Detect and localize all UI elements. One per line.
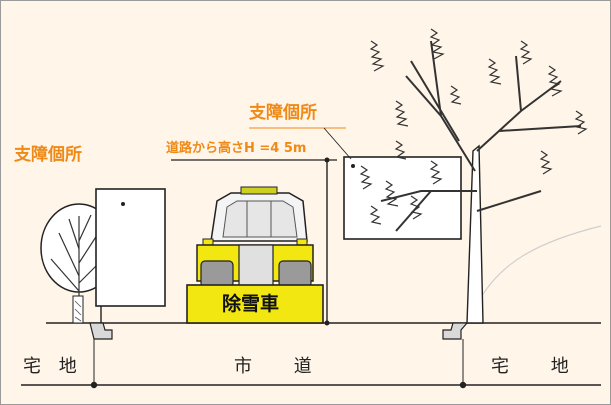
boundary-dimension — [21, 339, 601, 389]
curb-icon — [442, 322, 469, 340]
obstruction-label-left: 支障個所 — [14, 145, 82, 165]
slope-line — [478, 225, 602, 302]
road-label: 市 道 — [234, 356, 330, 377]
sign-board-icon — [95, 188, 166, 323]
land-right-label: 宅 地 — [491, 356, 587, 377]
land-left-label: 宅 地 — [23, 356, 83, 377]
tree-icon — [359, 28, 588, 324]
vehicle-label: 除雪車 — [222, 293, 280, 315]
sign-board-icon — [343, 156, 462, 240]
curb-icon — [89, 322, 113, 351]
snowplow-icon — [186, 186, 324, 324]
obstruction-label-right: 支障個所 — [249, 103, 317, 123]
height-dimension — [171, 157, 337, 326]
height-note: 道路から高さH =4 5m — [166, 141, 307, 156]
